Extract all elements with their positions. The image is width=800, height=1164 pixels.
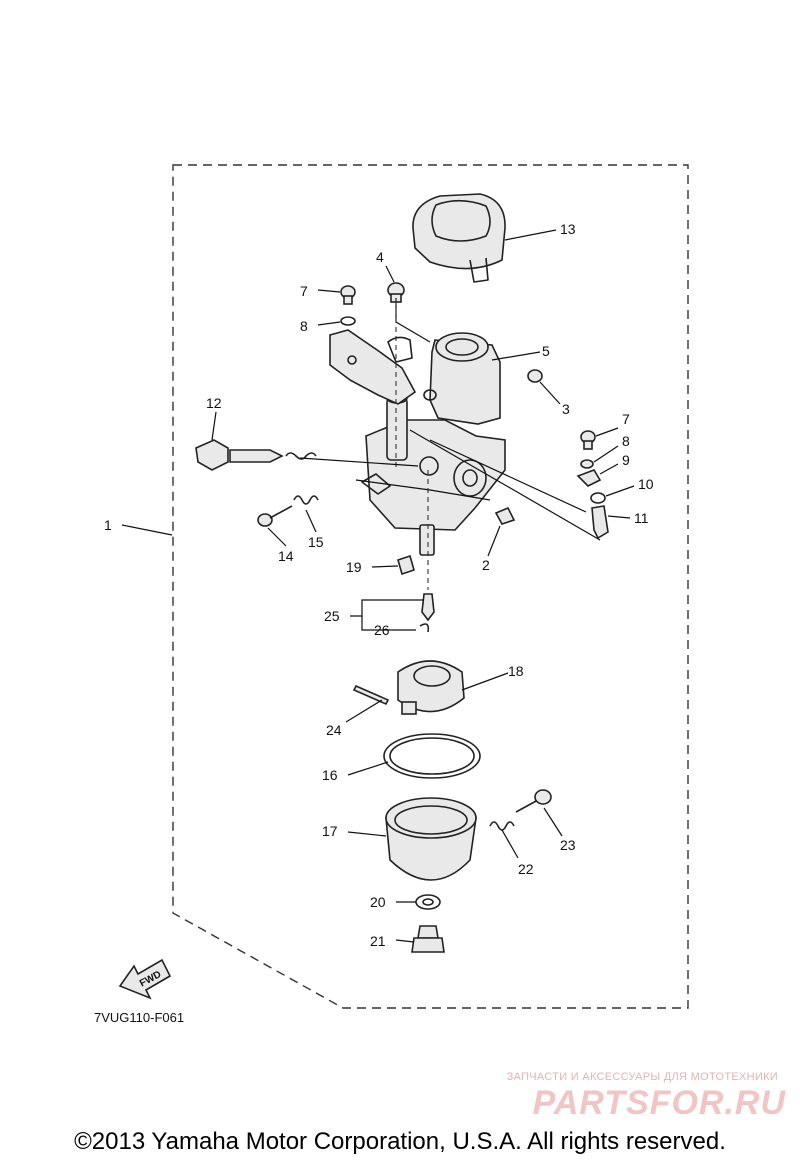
callout-3: 3 bbox=[562, 401, 570, 417]
copyright-notice: ©2013 Yamaha Motor Corporation, U.S.A. A… bbox=[74, 1128, 726, 1155]
callout-18: 18 bbox=[508, 663, 524, 679]
callout-25: 25 bbox=[324, 608, 340, 624]
callout-19: 19 bbox=[346, 559, 362, 575]
part-5-intake bbox=[423, 332, 501, 425]
part-12-knob bbox=[195, 439, 317, 471]
part-9-clamp bbox=[576, 469, 602, 487]
part-7-screw-right bbox=[580, 430, 596, 450]
callout-leaders bbox=[121, 229, 635, 943]
part-21-drain-bolt bbox=[411, 925, 445, 953]
fwd-arrow-icon: FWD bbox=[118, 958, 172, 1000]
part-23-screw bbox=[515, 789, 552, 813]
watermark-tagline: ЗАПЧАСТИ И АКСЕССУАРЫ ДЛЯ МОТОТЕХНИКИ bbox=[506, 1071, 778, 1083]
callout-16: 16 bbox=[322, 767, 338, 783]
callout-7b: 7 bbox=[622, 411, 630, 427]
callout-14: 14 bbox=[278, 548, 294, 564]
part-8-washer-top bbox=[340, 316, 356, 326]
part-25-needle bbox=[421, 593, 435, 622]
callout-5: 5 bbox=[542, 343, 550, 359]
callout-10: 10 bbox=[638, 476, 654, 492]
assembly-boundary bbox=[172, 164, 689, 1009]
part-3-screw bbox=[527, 369, 543, 383]
callout-21: 21 bbox=[370, 933, 386, 949]
callout-17: 17 bbox=[322, 823, 338, 839]
diagram-code: 7VUG110-F061 bbox=[94, 1010, 185, 1025]
part-10-o-ring bbox=[590, 492, 606, 504]
choke-lever bbox=[329, 329, 417, 405]
part-22-spring bbox=[489, 821, 515, 831]
part-14-screw bbox=[257, 505, 293, 527]
watermark-logo: PARTSFOR.RU bbox=[532, 1084, 786, 1122]
part-16-gasket bbox=[383, 733, 481, 779]
part-24-pin bbox=[352, 684, 390, 706]
part-18-float bbox=[397, 660, 465, 715]
callout-20: 20 bbox=[370, 894, 386, 910]
part-20-washer bbox=[415, 894, 441, 910]
callout-4: 4 bbox=[376, 249, 384, 265]
part-26-clip bbox=[419, 623, 430, 633]
callout-26: 26 bbox=[374, 622, 390, 638]
callout-2: 2 bbox=[482, 557, 490, 573]
callout-11: 11 bbox=[634, 510, 649, 526]
callout-7a: 7 bbox=[300, 283, 308, 299]
callout-1: 1 bbox=[104, 517, 112, 533]
callout-8b: 8 bbox=[622, 433, 630, 449]
callout-24: 24 bbox=[326, 722, 342, 738]
callout-15: 15 bbox=[308, 534, 324, 550]
part-7-screw-top bbox=[340, 285, 356, 305]
callout-8a: 8 bbox=[300, 318, 308, 334]
part-17-float-bowl bbox=[385, 797, 477, 881]
part-20-washer-hole bbox=[422, 898, 434, 906]
assembly-guide-lines bbox=[299, 298, 601, 590]
callout-13: 13 bbox=[560, 221, 576, 237]
callout-23: 23 bbox=[560, 837, 576, 853]
part-15-spring bbox=[293, 495, 319, 505]
part-13-cover bbox=[412, 193, 506, 283]
callout-9: 9 bbox=[622, 452, 630, 468]
part-2-screw bbox=[494, 506, 516, 525]
part-16-gasket-inner bbox=[389, 737, 475, 775]
part-8-washer-right bbox=[580, 459, 594, 469]
part-11-plug bbox=[591, 505, 609, 540]
part-19-screw bbox=[397, 554, 415, 576]
callout-22: 22 bbox=[518, 861, 534, 877]
callout-12: 12 bbox=[206, 395, 222, 411]
